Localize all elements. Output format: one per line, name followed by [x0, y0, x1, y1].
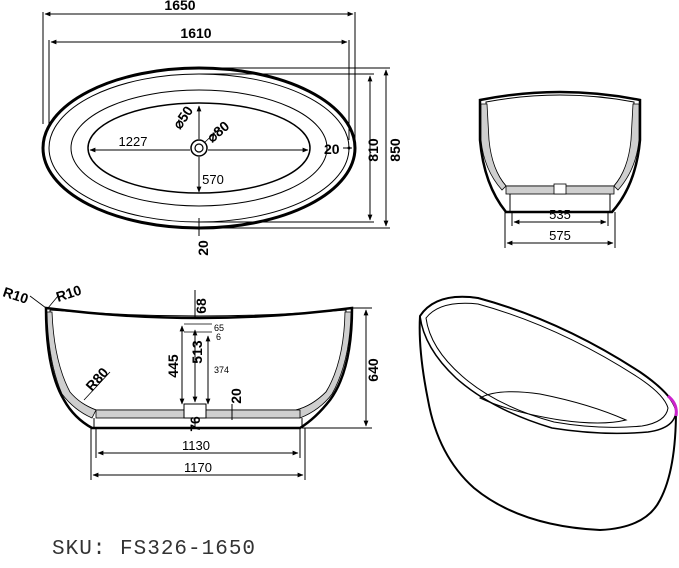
dim-drain-6: 6 [216, 332, 221, 342]
side-view-outer-profile [44, 306, 354, 430]
dim-overall-width: 850 [387, 138, 403, 162]
side-view: R10 R10 R80 68 445 513 65 6 374 20 76 64… [1, 282, 381, 480]
dim-drain-65: 65 [214, 323, 224, 333]
end-view-outer-profile [478, 90, 642, 214]
dim-drain-offset: 76 [187, 416, 203, 432]
top-view-inner-wall [70, 89, 328, 207]
dim-basin-length: 1227 [119, 134, 148, 149]
perspective-rim-inner [425, 302, 669, 428]
perspective-view [418, 295, 678, 532]
dim-drain-374: 374 [214, 365, 229, 375]
dim-depth-top: 68 [193, 298, 209, 314]
top-view-rim-edge [48, 73, 350, 223]
top-view-basin-floor [87, 102, 311, 194]
end-view-inner-wall [485, 94, 635, 187]
dim-side-base-outer: 1170 [184, 460, 212, 475]
top-view-drain-inner [194, 143, 204, 153]
dim-radius-corner: R80 [82, 364, 111, 394]
sku-label: SKU: FS326-1650 [52, 538, 257, 561]
dim-depth-445: 445 [165, 354, 181, 378]
dim-radius-left: R10 [1, 284, 31, 307]
top-view-drain-outer [190, 139, 208, 157]
dim-end-base-outer: 575 [549, 228, 571, 243]
dim-overall-length: 1650 [164, 0, 195, 13]
dim-side-base-inner: 1130 [182, 438, 210, 453]
dim-overall-height: 640 [365, 358, 381, 382]
dim-depth-513: 513 [189, 340, 205, 364]
dim-radius-right: R10 [54, 282, 84, 305]
dim-floor-thickness: 20 [228, 388, 244, 404]
perspective-rim-outer [419, 296, 677, 435]
perspective-accent-mark [667, 394, 678, 417]
dim-drain-inner: ⌀50 [169, 103, 196, 132]
end-view: 535 575 [478, 90, 642, 248]
dim-basin-width: 570 [202, 172, 224, 187]
top-view: 1650 1610 1227 570 ⌀50 ⌀80 20 850 810 [41, 0, 403, 256]
dim-rim-front: 20 [195, 240, 211, 256]
top-view-outer-rim [41, 66, 357, 230]
dim-rim-side: 20 [324, 141, 340, 157]
dim-rim-length: 1610 [180, 25, 211, 41]
dim-drain-outer: ⌀80 [204, 117, 233, 145]
perspective-outer-shell [418, 295, 678, 532]
dim-end-base-inner: 535 [549, 207, 571, 222]
perspective-basin-floor [478, 391, 628, 424]
dim-rim-width: 810 [365, 138, 381, 162]
